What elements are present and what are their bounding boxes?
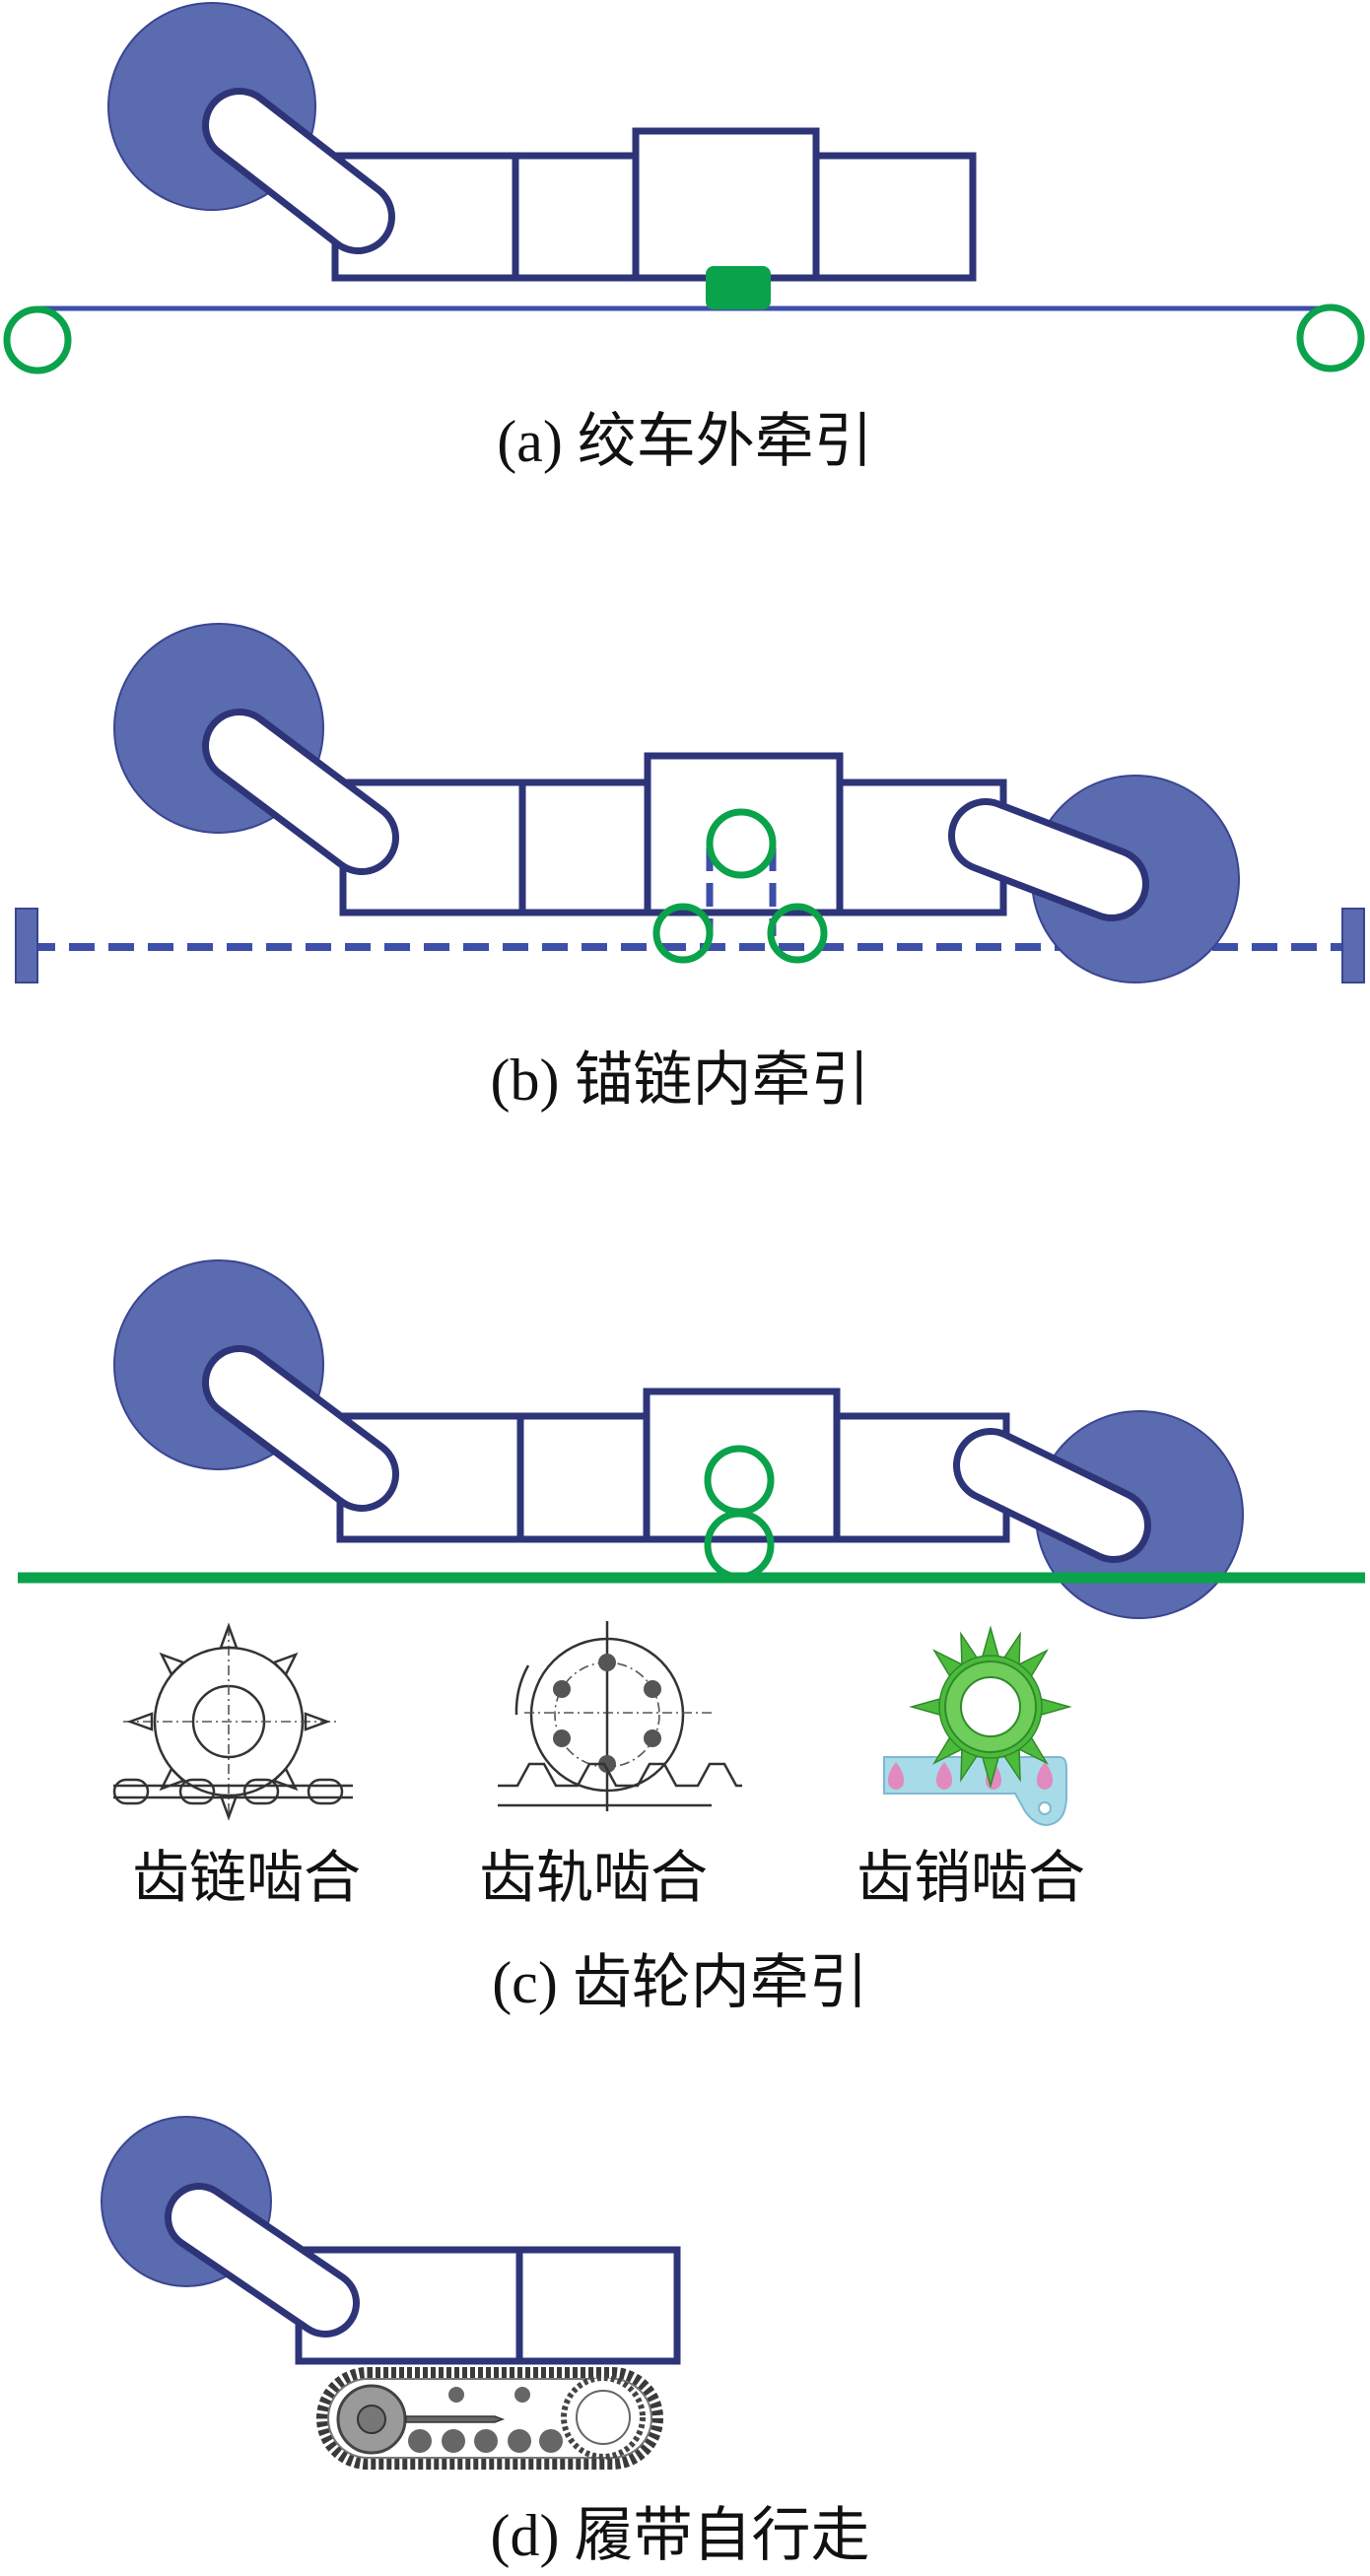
caption-a: (a) 绞车外牵引 <box>497 409 873 474</box>
machine-body <box>295 2246 681 2365</box>
body-section-center <box>632 127 820 282</box>
chain-guide-left-icon <box>652 903 714 964</box>
body-section-2 <box>515 2246 681 2365</box>
chain-guide-right-icon <box>767 903 828 964</box>
chain-wheel-top-icon <box>706 808 777 879</box>
ranging-arm-right-fill <box>955 805 1142 915</box>
panel-c: 齿链啮合 齿轨啮合 齿销啮合 (c) 齿轮内牵引 <box>18 1259 1365 2015</box>
body-section-2 <box>516 1412 651 1543</box>
body-section-4 <box>812 152 977 282</box>
anchor-left <box>15 908 38 983</box>
sprocket-chain-icon <box>112 1622 353 1821</box>
sub-label-pin: 齿销啮合 <box>856 1846 1085 1910</box>
rack-pinion-icon <box>498 1621 742 1811</box>
ranging-arm-right-fill <box>960 1435 1144 1556</box>
crawler-track-icon <box>316 2367 663 2470</box>
ranging-arm-left-fill <box>209 715 392 868</box>
body-section-4 <box>836 779 1007 916</box>
body-section-center <box>644 752 844 916</box>
ranging-arm-left-fill <box>209 1352 392 1505</box>
pin-gear-icon <box>883 1625 1072 1827</box>
body-section-2 <box>512 152 640 282</box>
body-section-2 <box>518 779 651 916</box>
pulley-right-icon <box>1296 304 1365 373</box>
caption-b: (b) 锚链内牵引 <box>491 1048 870 1113</box>
panel-d: (d) 履带自行走 <box>101 2116 870 2568</box>
ranging-arm-fill <box>209 95 388 247</box>
sub-label-sprocket-chain: 齿链啮合 <box>132 1846 361 1910</box>
pin-bar <box>883 1756 1067 1827</box>
drive-pinion-icon <box>704 1510 775 1581</box>
ranging-arm-fill <box>171 2190 353 2331</box>
sub-label-rack: 齿轨啮合 <box>479 1846 708 1910</box>
caption-d: (d) 履带自行走 <box>491 2503 870 2568</box>
pulley-left-icon <box>3 305 72 374</box>
machine-body <box>336 1388 1010 1543</box>
cable-clamp <box>706 266 771 309</box>
panel-a: (a) 绞车外牵引 <box>3 2 1365 474</box>
caption-c: (c) 齿轮内牵引 <box>492 1950 868 2015</box>
anchor-right <box>1341 908 1365 983</box>
machine-body <box>339 752 1007 916</box>
panel-b: (b) 锚链内牵引 <box>15 623 1365 1113</box>
machine-body <box>331 127 977 282</box>
